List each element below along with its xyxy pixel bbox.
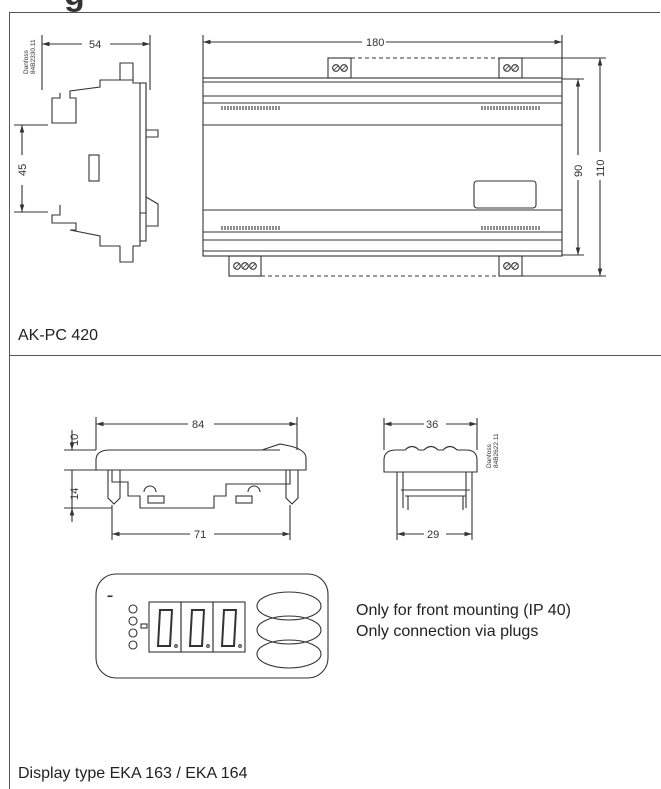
top-drawing-code-number: 84B2330.11 [30, 39, 37, 74]
dim-display-bottom-width: 71 [194, 529, 206, 541]
dim-display-h2: 14 [69, 488, 81, 500]
dim-display-width: 84 [192, 419, 204, 431]
controller-side-view [14, 35, 159, 263]
dim-front-height-outer: 110 [595, 159, 607, 177]
bottom-drawing-code-number: 84B2622.11 [493, 433, 500, 468]
dim-front-height-inner: 90 [573, 165, 585, 177]
mounting-note: Only for front mounting (IP 40) [356, 602, 571, 619]
top-panel-caption: AK-PC 420 [18, 327, 99, 344]
top-drawing-code-brand: Danfoss [23, 49, 30, 74]
dim-front-width: 180 [366, 37, 384, 49]
heading-fragment: g [64, 0, 154, 12]
controller-front-view [202, 35, 606, 277]
display-face [95, 573, 329, 679]
bottom-panel-caption: Display type EKA 163 / EKA 164 [18, 765, 248, 782]
dim-side-width: 54 [89, 39, 101, 51]
panel-divider [9, 355, 661, 356]
dim-side-height: 45 [17, 164, 29, 176]
dim-display-h1: 10 [69, 434, 81, 446]
connection-note: Only connection via plugs [356, 623, 539, 640]
diagram-frame [9, 12, 660, 789]
dim-side-bottom-width: 29 [427, 529, 439, 541]
dim-side-top-width: 36 [426, 419, 438, 431]
bottom-drawing-code-brand: Danfoss [486, 443, 493, 468]
display-narrow-side [383, 418, 478, 540]
display-side-profile [64, 417, 307, 540]
